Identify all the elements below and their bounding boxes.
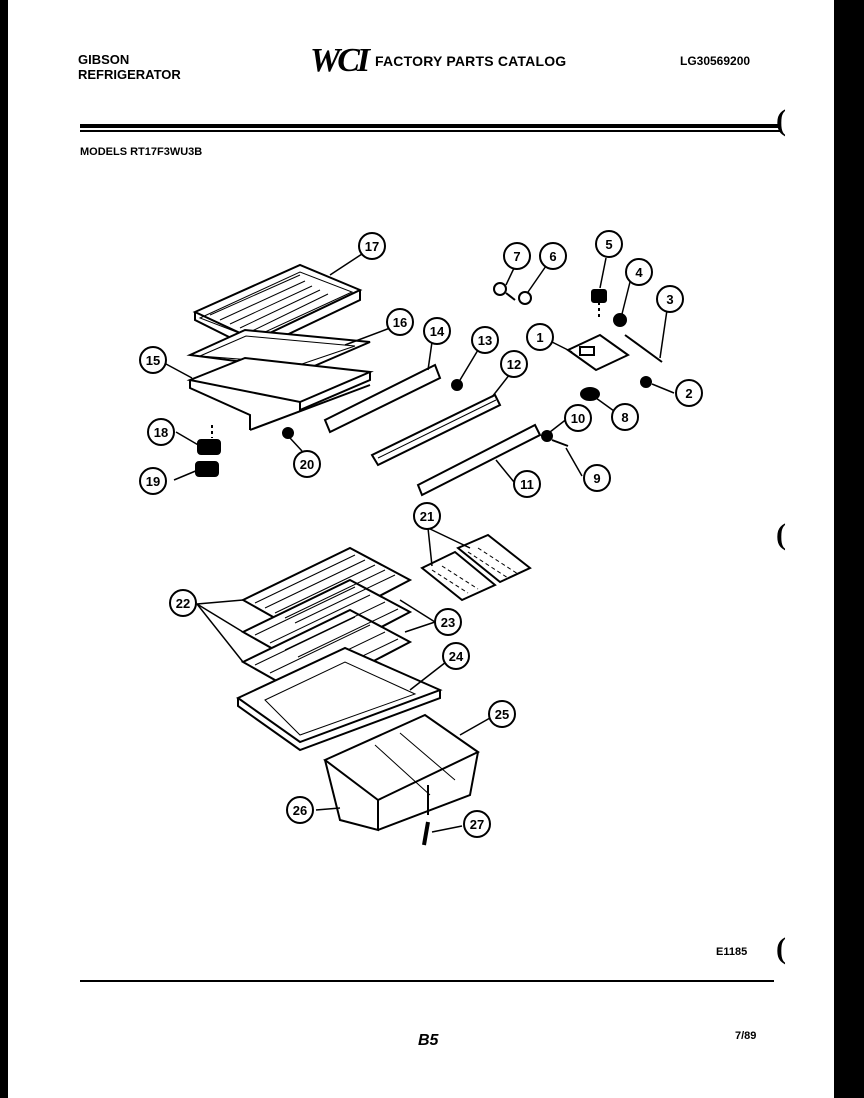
svg-text:11: 11 [520, 477, 534, 492]
part-19-bracket [195, 461, 219, 477]
footer-rule [80, 980, 774, 982]
callout-13: 13 [471, 326, 499, 354]
part-24-crisper-cover [236, 646, 443, 752]
callout-11: 11 [513, 470, 541, 498]
callout-24: 24 [442, 642, 470, 670]
callout-27: 27 [463, 810, 491, 838]
callout-9: 9 [583, 464, 611, 492]
svg-text:12: 12 [507, 357, 521, 372]
callout-23: 23 [434, 608, 462, 636]
svg-text:15: 15 [146, 353, 160, 368]
part-7-knob [493, 282, 516, 301]
callout-22: 22 [169, 589, 197, 617]
part-4-knob [613, 313, 627, 327]
svg-text:26: 26 [293, 803, 307, 818]
part-1-housing [566, 333, 630, 372]
svg-text:23: 23 [441, 615, 455, 630]
svg-text:7: 7 [513, 249, 520, 264]
part-6-cap [518, 291, 532, 305]
margin-mark: ( [776, 104, 786, 137]
part-20-nut [282, 427, 294, 439]
callout-18: 18 [147, 418, 175, 446]
svg-text:2: 2 [685, 386, 692, 401]
svg-text:6: 6 [549, 249, 556, 264]
part-25-26-crisper-drawers [323, 713, 480, 832]
svg-text:20: 20 [300, 457, 314, 472]
callout-5: 5 [595, 230, 623, 258]
header-rule [80, 124, 780, 128]
svg-text:4: 4 [635, 265, 643, 280]
margin-mark: ( [776, 932, 786, 965]
part-27-rod [422, 821, 430, 846]
part-5-control [591, 289, 607, 320]
svg-text:1: 1 [536, 330, 543, 345]
part-8-nut [580, 387, 600, 401]
callout-4: 4 [625, 258, 653, 286]
margin-mark: ( [776, 518, 786, 551]
brand-name: GIBSON [78, 52, 130, 67]
part-11-rail [416, 423, 542, 497]
callout-14: 14 [423, 317, 451, 345]
callout-26: 26 [286, 796, 314, 824]
svg-text:5: 5 [605, 237, 612, 252]
svg-text:14: 14 [430, 324, 445, 339]
figure-code: E1185 [716, 946, 748, 958]
part-14-rail [323, 363, 442, 434]
part-21-ice-trays [420, 533, 532, 602]
part-3-tube [624, 334, 663, 363]
callout-7: 7 [503, 242, 531, 270]
part-9-screw [551, 439, 569, 447]
svg-text:27: 27 [470, 817, 484, 832]
callout-25: 25 [488, 700, 516, 728]
callout-17: 17 [358, 232, 386, 260]
svg-text:17: 17 [365, 239, 379, 254]
callout-10: 10 [564, 404, 592, 432]
callout-3: 3 [656, 285, 684, 313]
part-15-frame [186, 356, 374, 431]
svg-text:9: 9 [593, 471, 600, 486]
callout-12: 12 [500, 350, 528, 378]
callout-15: 15 [139, 346, 167, 374]
callout-6: 6 [539, 242, 567, 270]
callout-2: 2 [675, 379, 703, 407]
svg-text:21: 21 [420, 509, 434, 524]
callout-16: 16 [386, 308, 414, 336]
callout-21: 21 [413, 502, 441, 530]
catalog-title: FACTORY PARTS CATALOG [375, 53, 567, 69]
svg-text:3: 3 [666, 292, 673, 307]
svg-text:16: 16 [393, 315, 407, 330]
wci-logo: WCI [310, 42, 370, 79]
part-10-washer [541, 430, 553, 442]
header-rule-thin [80, 130, 780, 132]
callout-20: 20 [293, 450, 321, 478]
product-type: REFRIGERATOR [78, 67, 181, 82]
models-label: MODELS RT17F3WU3B [80, 146, 203, 158]
catalog-date: 7/89 [735, 1030, 757, 1042]
part-17-shelf-cover [192, 263, 363, 352]
svg-text:19: 19 [146, 474, 160, 489]
svg-text:13: 13 [478, 333, 492, 348]
svg-text:18: 18 [154, 425, 168, 440]
svg-text:8: 8 [621, 410, 628, 425]
callout-19: 19 [139, 467, 167, 495]
part-18-bracket [197, 439, 221, 455]
catalog-page [8, 0, 834, 1098]
brand-block: GIBSON REFRIGERATOR [78, 52, 181, 82]
part-2-clip [640, 376, 652, 388]
part-13-screw [451, 379, 463, 391]
svg-text:22: 22 [176, 596, 190, 611]
catalog-number: LG30569200 [680, 54, 751, 68]
page-number: B5 [418, 1032, 439, 1049]
svg-text:24: 24 [449, 649, 464, 664]
callout-8: 8 [611, 403, 639, 431]
callout-1: 1 [526, 323, 554, 351]
svg-text:25: 25 [495, 707, 509, 722]
part-12-rail [370, 393, 502, 467]
svg-text:10: 10 [571, 411, 585, 426]
